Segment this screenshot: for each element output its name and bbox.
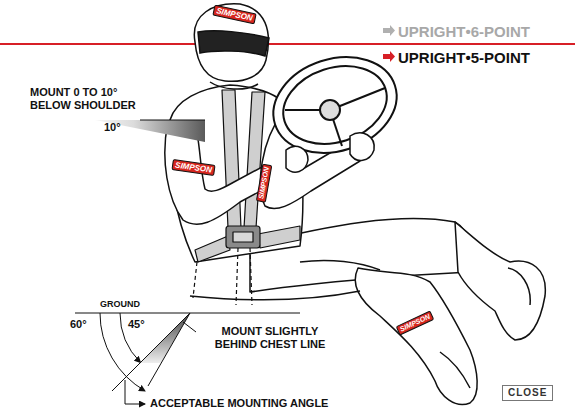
close-button: CLOSE [502,385,553,401]
ground-label: GROUND [100,299,140,309]
mount-note: MOUNT 0 TO 10° BELOW SHOULDER [30,86,148,112]
menu-item-active: UPRIGHT•5-POINT [398,49,530,66]
angle-value: 45° [128,318,145,330]
gloves [286,133,374,172]
helmet [194,4,269,82]
shoulder-angle [95,120,205,142]
mount-note: ACCEPTABLE MOUNTING ANGLE [150,397,328,409]
mount-note: MOUNT SLIGHTLY BEHIND CHEST LINE [200,325,340,351]
steering-wheel [261,42,409,168]
angle-value: 60° [70,318,87,330]
menu-item: UPRIGHT•6-POINT [398,23,530,40]
node-text: CLOSE [508,387,547,398]
angle-value: 10° [104,121,121,133]
driver-legs [190,219,545,405]
